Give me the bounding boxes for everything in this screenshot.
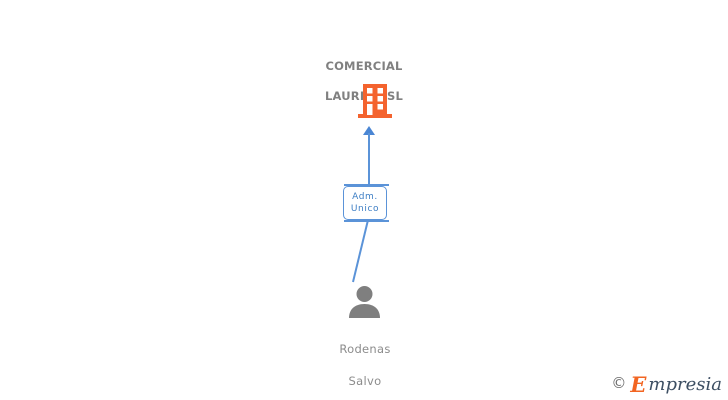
role-node-adm-unico[interactable]: Adm. Unico xyxy=(343,186,387,220)
connector-rail-top xyxy=(344,184,389,186)
brand-watermark: © E mpresia xyxy=(611,372,722,397)
person-name-line-1: Rodenas xyxy=(339,342,391,356)
brand-name: mpresia xyxy=(648,373,722,395)
role-label-line-1: Adm. xyxy=(352,192,378,202)
connector-rail-bottom xyxy=(344,220,389,222)
building-icon[interactable] xyxy=(357,83,393,120)
person-name: Rodenas Salvo Miriam... xyxy=(294,325,436,400)
arrow-up-icon xyxy=(363,126,375,135)
brand-initial: E xyxy=(630,372,647,397)
person-name-line-2: Salvo xyxy=(348,374,382,388)
copyright-icon: © xyxy=(611,374,627,392)
person-icon[interactable] xyxy=(347,285,382,318)
company-title-line-1: COMERCIAL xyxy=(325,59,403,73)
role-label-line-2: Unico xyxy=(350,204,380,214)
connector-stem-role-to-company xyxy=(368,133,370,185)
connector-person-to-role xyxy=(352,219,369,283)
